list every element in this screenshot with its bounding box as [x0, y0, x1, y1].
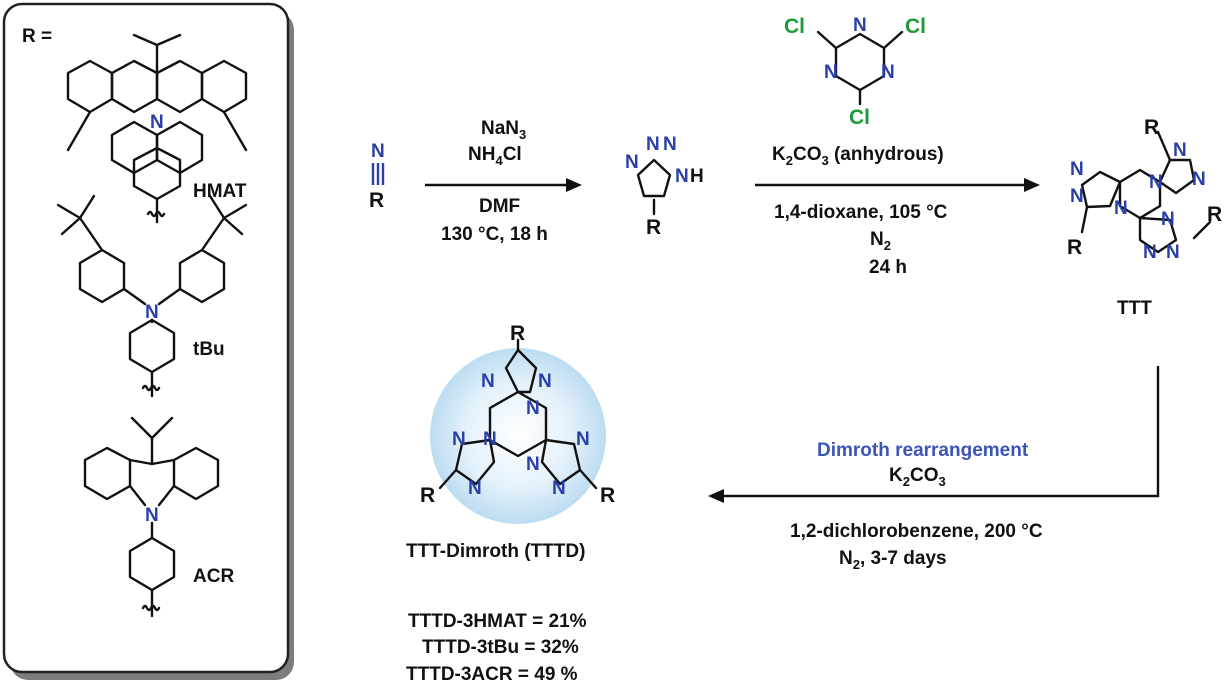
r-substituent-panel: R = N HMAT [2, 2, 294, 680]
hmat-nitrogen-atom: N [150, 112, 164, 133]
tttd-n2: N [538, 371, 552, 392]
cyanuric-chloride-structure: Cl Cl Cl N N N [784, 15, 926, 129]
tttd-n7: N [468, 478, 482, 499]
ttt-n6: N [1114, 198, 1128, 219]
acr-label: ACR [193, 566, 234, 587]
hmat-structure: N HMAT [66, 33, 248, 224]
tttd-n9: N [552, 478, 566, 499]
tetrazole-n4: N [675, 166, 689, 187]
tbu-label: tBu [193, 339, 225, 360]
step1-reagent-nh4cl: NH4Cl [468, 144, 522, 168]
tetrazole-structure: N N N N H R [625, 134, 704, 239]
cl-atom-right: Cl [905, 15, 926, 38]
ttt-r-left: R [1067, 236, 1082, 259]
step2-solvent-temp: 1,4-dioxane, 105 °C [774, 202, 948, 223]
ttt-n9: N [1166, 242, 1180, 263]
dimroth-arrow: Dimroth rearrangement K2CO3 1,2-dichloro… [708, 366, 1160, 572]
tttd-n8: N [526, 454, 540, 475]
cl-atom-left: Cl [784, 15, 805, 38]
r-equals-label: R = [22, 26, 52, 47]
nitrile-nitrogen-atom: N [371, 141, 385, 162]
yield-acr: TTTD-3ACR = 49 % [406, 664, 578, 685]
step1-arrow: NaN3 NH4Cl DMF 130 °C, 18 h [425, 118, 582, 245]
ttt-n2: N [1192, 169, 1206, 190]
cc-n-left: N [824, 62, 838, 83]
step2-reagent: K2CO3 (anhydrous) [772, 144, 944, 168]
nitrile-r-atom: R [369, 189, 384, 212]
ttt-n4: N [1070, 159, 1084, 180]
tetrazole-n2: N [646, 134, 660, 155]
cl-atom-bottom: Cl [849, 106, 870, 129]
tttd-r-right: R [600, 484, 615, 507]
ttt-r-right: R [1207, 203, 1222, 226]
ttt-n7: N [1161, 209, 1175, 230]
tetrazole-n3: N [663, 134, 677, 155]
tttd-r-left: R [420, 484, 435, 507]
ttt-n3: N [1149, 172, 1163, 193]
step1-solvent: DMF [479, 196, 520, 217]
ttt-n1: N [1173, 140, 1187, 161]
step1-reagent-nan3: NaN3 [481, 118, 526, 142]
tttd-n4: N [452, 429, 466, 450]
cc-n-right: N [881, 62, 895, 83]
ttt-n8: N [1143, 242, 1157, 263]
tttd-label: TTT-Dimroth (TTTD) [406, 541, 585, 562]
tttd-r-top: R [510, 322, 525, 345]
cc-n-top: N [853, 15, 867, 36]
step2-atmosphere: N2 [870, 229, 891, 253]
tetrazole-r-atom: R [646, 216, 661, 239]
yield-tbu: TTTD-3tBu = 32% [422, 637, 579, 658]
tttd-structure: R R R N N N N N N N N N TTT-Dimroth (TTT… [406, 322, 615, 562]
acr-nitrogen-atom: N [145, 505, 159, 526]
ttt-label: TTT [1117, 298, 1152, 319]
ttt-r-top: R [1144, 116, 1159, 139]
tttd-n6: N [576, 429, 590, 450]
ttt-structure: R R R N N N N N N N N N TTT [1067, 116, 1222, 319]
tbu-structure: N tBu [56, 194, 248, 398]
ttt-n5: N [1070, 186, 1084, 207]
acr-structure: N ACR [83, 416, 234, 618]
dimroth-reagent: K2CO3 [889, 465, 946, 489]
yields-list: TTTD-3HMAT = 21% TTTD-3tBu = 32% TTTD-3A… [406, 611, 587, 685]
step2-time: 24 h [869, 257, 907, 278]
yield-hmat: TTTD-3HMAT = 21% [408, 611, 587, 632]
dimroth-conditions: N2, 3-7 days [839, 548, 947, 572]
nitrile-structure: N R [369, 141, 385, 212]
tbu-nitrogen-atom: N [145, 302, 159, 323]
dimroth-title: Dimroth rearrangement [817, 440, 1029, 461]
tetrazole-n1: N [625, 152, 639, 173]
hmat-label: HMAT [193, 181, 247, 202]
tetrazole-h-atom: H [690, 166, 704, 187]
step1-temperature-time: 130 °C, 18 h [441, 224, 548, 245]
tttd-n1: N [481, 371, 495, 392]
tttd-n3: N [526, 398, 540, 419]
step2-arrow: K2CO3 (anhydrous) 1,4-dioxane, 105 °C N2… [755, 144, 1040, 278]
dimroth-solvent-temp: 1,2-dichlorobenzene, 200 °C [790, 521, 1043, 542]
tttd-n5: N [483, 429, 497, 450]
tttd-glow [430, 348, 606, 524]
